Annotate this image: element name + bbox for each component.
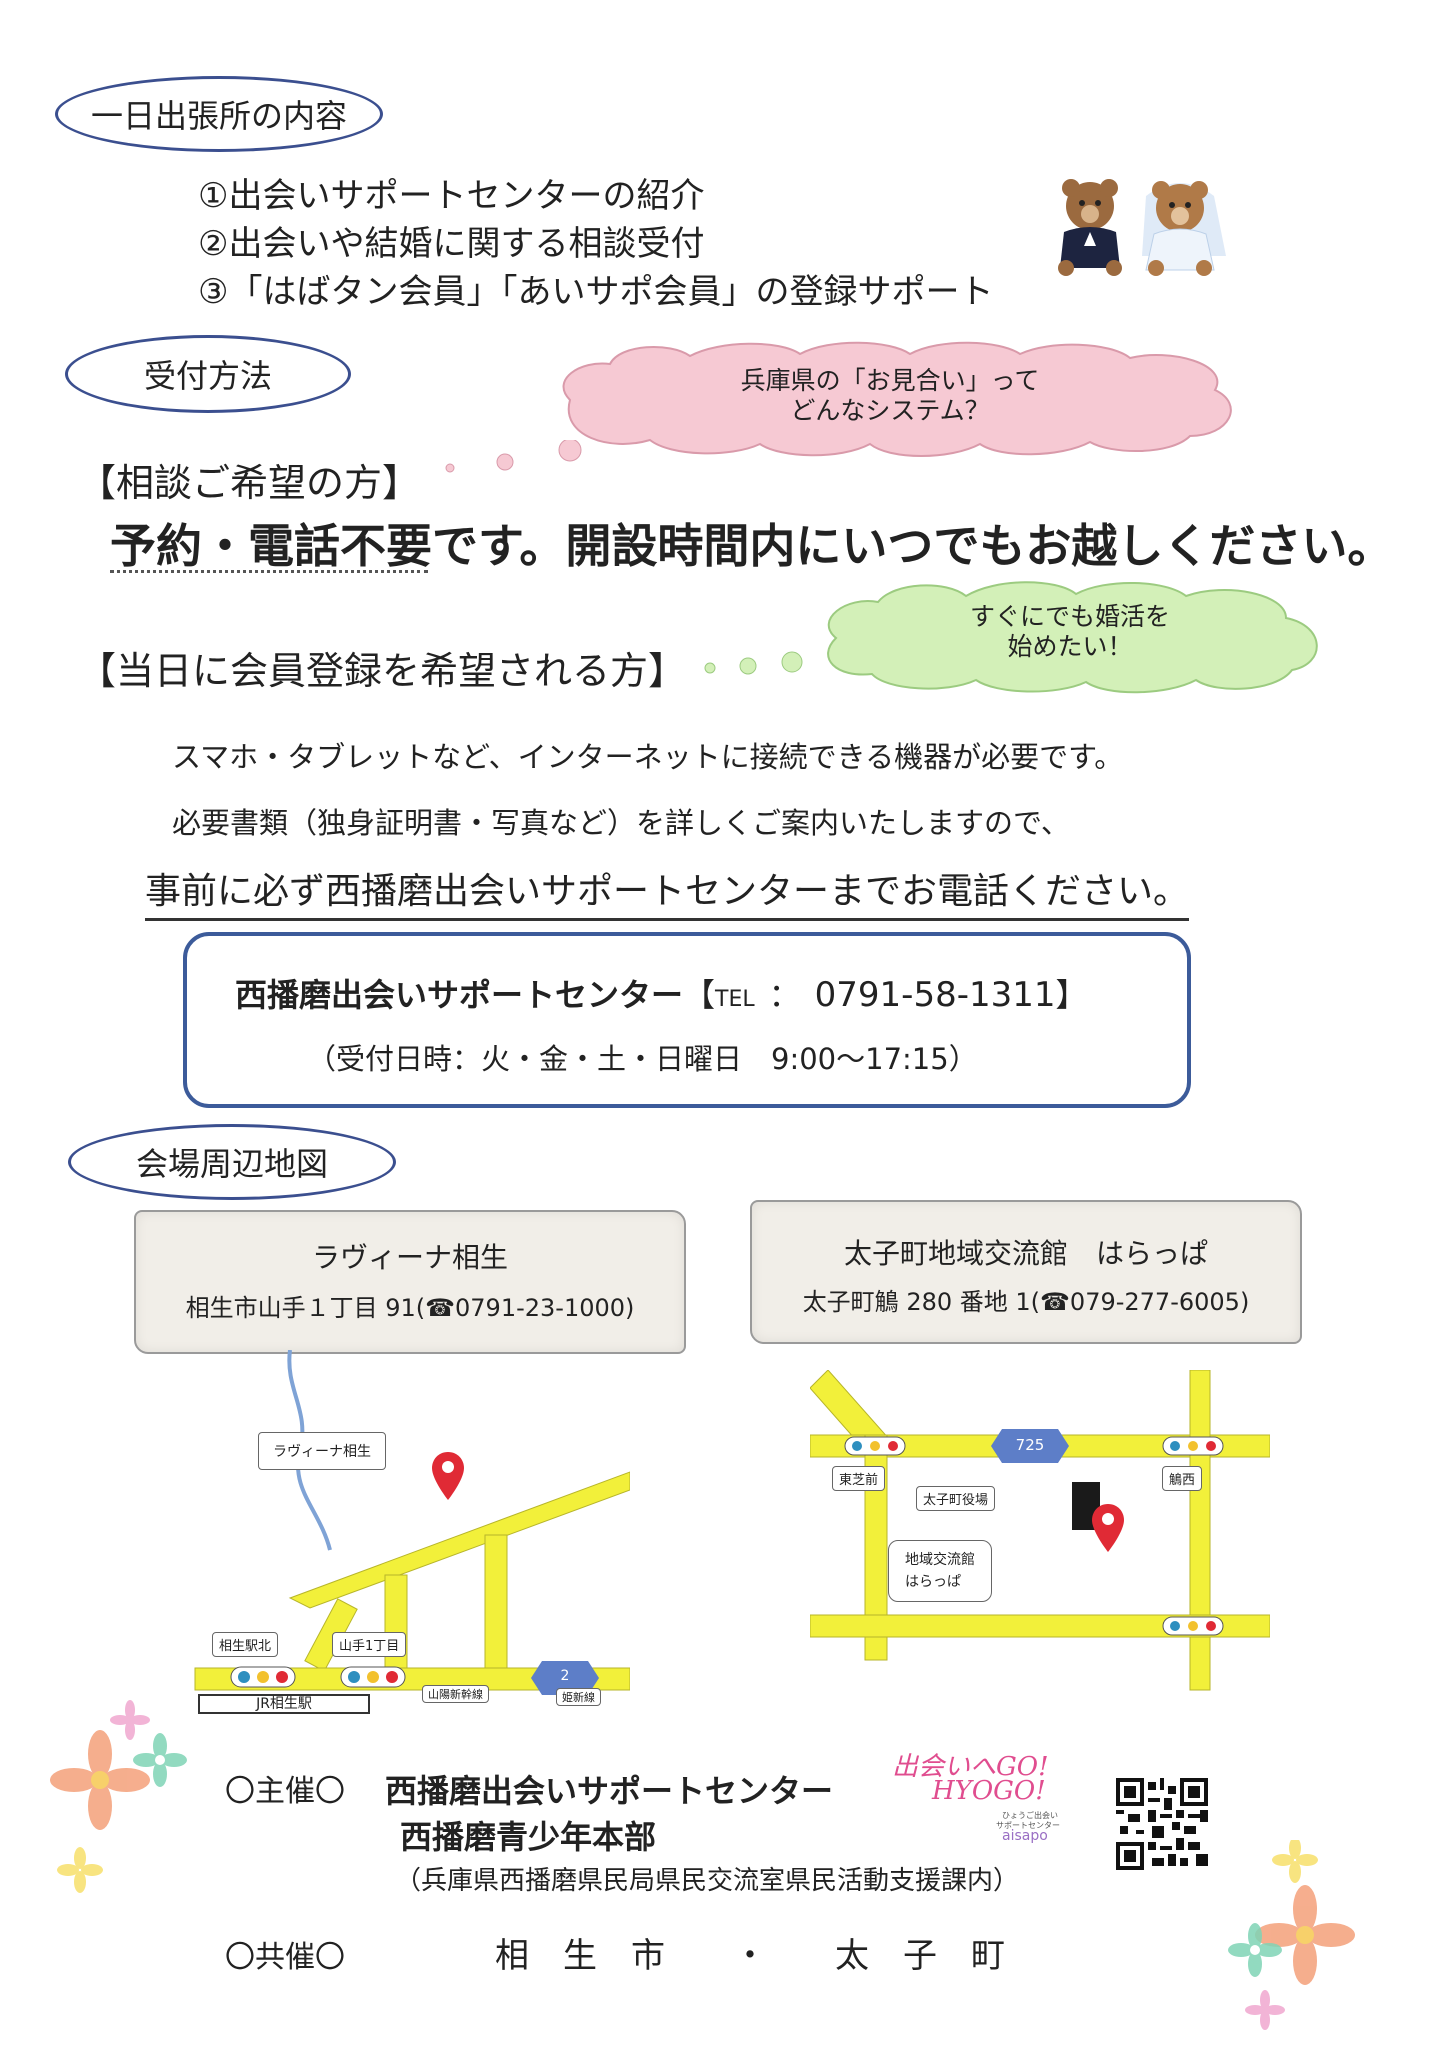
contact-tel-sep: ： xyxy=(768,976,801,1014)
route-marker-icon xyxy=(531,1661,599,1695)
section-map-label: 会場周辺地図 xyxy=(68,1124,396,1200)
thought-cloud-green xyxy=(827,581,1318,694)
venue1-phone: 0791-23-1000) xyxy=(455,1294,635,1322)
consult-wavy-underline xyxy=(110,566,428,573)
map-taishi-label-higashi: 東芝前 xyxy=(832,1466,886,1491)
section-map-title: 会場周辺地図 xyxy=(135,1145,328,1183)
thought-bubbles-green xyxy=(704,651,803,675)
section-contents-label: 一日出張所の内容 xyxy=(55,76,383,152)
traffic-light-icon xyxy=(1162,1436,1224,1456)
register-heading: 【当日に会員登録を希望される方】 xyxy=(78,649,687,693)
phone-icon: ☎ xyxy=(425,1294,456,1322)
map-aioi: ラヴィーナ相生 相生駅北 山手1丁目 2 JR相生駅 山陽新幹線 姫新線 xyxy=(190,1350,630,1714)
logo-sub-2: サポートセンター xyxy=(996,1821,1060,1830)
logo-sub-1: ひょうご出会い xyxy=(1002,1811,1058,1820)
cloud-green-line1: すぐにでも婚活を xyxy=(969,602,1170,631)
map-aioi-label-yamate: 山手1丁目 xyxy=(332,1632,407,1657)
consult-heading: 【相談ご希望の方】 xyxy=(78,461,421,505)
thought-cloud-pink xyxy=(562,341,1232,457)
register-line-3: 事前に必ず西播磨出会いサポートセンターまでお電話ください。 xyxy=(145,862,1190,921)
contact-center-name: 西播磨出会いサポートセンター xyxy=(235,976,684,1014)
map-aioi-label-kita: 相生駅北 xyxy=(212,1632,279,1657)
map-aioi-bansen: 姫新線 xyxy=(556,1688,601,1706)
traffic-light-icon xyxy=(340,1666,406,1688)
map-pin-icon xyxy=(1092,1504,1124,1552)
venue2-name: 太子町地域交流館 はらっぱ xyxy=(843,1237,1208,1270)
map-taishi-venue-line1: 地域交流館 xyxy=(905,1552,975,1568)
flower-decoration-right-icon xyxy=(1228,1840,1355,2030)
qr-code-icon xyxy=(1116,1778,1208,1870)
venue1-name: ラヴィーナ相生 xyxy=(311,1241,508,1274)
contents-item-2: ②出会いや結婚に関する相談受付 xyxy=(198,224,705,264)
register-line-1: スマホ・タブレットなど、インターネットに接続できる機器が必要です。 xyxy=(172,740,1124,774)
traffic-light-icon xyxy=(1162,1616,1224,1636)
host-name-1: 西播磨出会いサポートセンター xyxy=(385,1772,834,1810)
contact-hours: （受付日時：火・金・土・日曜日 9:00～17:15） xyxy=(307,1042,978,1076)
section-reception-label: 受付方法 xyxy=(65,335,351,413)
section-contents-title: 一日出張所の内容 xyxy=(90,97,347,135)
host-name-2: 西播磨青少年本部 xyxy=(400,1818,657,1856)
contents-item-3: ③「はばタン会員」「あいサポ会員」の登録サポート xyxy=(198,272,994,312)
bear-couple-illustration xyxy=(1058,179,1226,276)
venue2-address-text: 太子町鵤 280 番地 1( xyxy=(802,1288,1041,1316)
phone-icon: ☎ xyxy=(1040,1288,1070,1316)
contact-tel-open: 【 xyxy=(683,976,716,1014)
contents-item-1: ①出会いサポートセンターの紹介 xyxy=(198,176,705,216)
bride-bear-icon xyxy=(1142,181,1226,276)
flower-decoration-left-icon xyxy=(50,1700,187,1893)
map-taishi-label-office: 太子町役場 xyxy=(916,1486,996,1511)
host-note: （兵庫県西播磨県民局県民交流室県民活動支援課内） xyxy=(395,1866,1020,1896)
venue2-scroll: 太子町地域交流館 はらっぱ 太子町鵤 280 番地 1(☎079-277-600… xyxy=(750,1200,1302,1344)
logo-name: aisapo xyxy=(1002,1828,1048,1844)
section-reception-title: 受付方法 xyxy=(143,357,272,395)
traffic-light-icon xyxy=(230,1666,296,1688)
cloud-pink-line1: 兵庫県の「お見合い」って xyxy=(740,366,1040,395)
map-taishi: 725 東芝前 鵤西 太子町役場 地域交流館 はらっぱ xyxy=(810,1370,1270,1710)
cohost-names: 相 生 市 ・ 太 子 町 xyxy=(495,1936,1005,1976)
map-aioi-roads xyxy=(194,1350,630,1691)
logo-line-1: 出会いへGO! xyxy=(892,1752,1049,1782)
aisapo-logo: 出会いへGO! HYOGO! ひょうご出会い サポートセンター aisapo xyxy=(892,1746,1092,1846)
host-label: 〇主催〇 xyxy=(225,1774,345,1809)
map-taishi-label-ikaru: 鵤西 xyxy=(1162,1466,1203,1491)
map-aioi-route: 2 xyxy=(560,1668,570,1684)
logo-line-2: HYOGO! xyxy=(932,1776,1046,1806)
venue2-address: 太子町鵤 280 番地 1(☎079-277-6005) xyxy=(752,1282,1300,1317)
venue1-scroll: ラヴィーナ相生 相生市山手１丁目 91(☎0791-23-1000) xyxy=(134,1210,686,1354)
venue1-address-text: 相生市山手１丁目 91( xyxy=(185,1294,426,1322)
contact-box: 西播磨出会いサポートセンター【TEL ： 0791-58-1311】 （受付日時：火… xyxy=(183,932,1191,1108)
thought-bubbles-pink xyxy=(445,440,582,473)
cohost-label: 〇共催〇 xyxy=(225,1940,345,1975)
map-aioi-venue-callout: ラヴィーナ相生 xyxy=(258,1432,386,1470)
traffic-light-icon xyxy=(844,1436,906,1456)
map-aioi-shinkansen: 山陽新幹線 xyxy=(422,1685,489,1703)
contact-tel-close: 】 xyxy=(1055,976,1088,1014)
register-line-2: 必要書類（独身証明書・写真など）を詳しくご案内いたしますので、 xyxy=(172,806,1070,840)
consult-text: 予約・電話不要です。開設時間内にいつでもお越しください。 xyxy=(110,519,1394,573)
cloud-pink-line2: どんなシステム？ xyxy=(790,396,990,425)
map-aioi-station: JR相生駅 xyxy=(198,1694,370,1714)
map-taishi-venue-callout: 地域交流館 はらっぱ xyxy=(888,1540,992,1602)
map-taishi-roads xyxy=(810,1370,1270,1691)
map-pin-icon xyxy=(432,1452,464,1500)
route-marker-icon xyxy=(991,1429,1069,1463)
map-taishi-venue-line2: はらっぱ xyxy=(905,1574,961,1590)
contact-line: 西播磨出会いサポートセンター【TEL ： 0791-58-1311】 xyxy=(235,970,1088,1016)
contact-tel-label: TEL xyxy=(715,987,755,1012)
map-taishi-route: 725 xyxy=(1015,1436,1045,1454)
cloud-green-line2: 始めたい！ xyxy=(1007,632,1133,661)
contact-tel-number: 0791-58-1311 xyxy=(814,975,1056,1015)
groom-bear-icon xyxy=(1058,179,1122,276)
venue2-phone: 079-277-6005) xyxy=(1069,1288,1250,1316)
venue1-address: 相生市山手１丁目 91(☎0791-23-1000) xyxy=(136,1288,684,1323)
